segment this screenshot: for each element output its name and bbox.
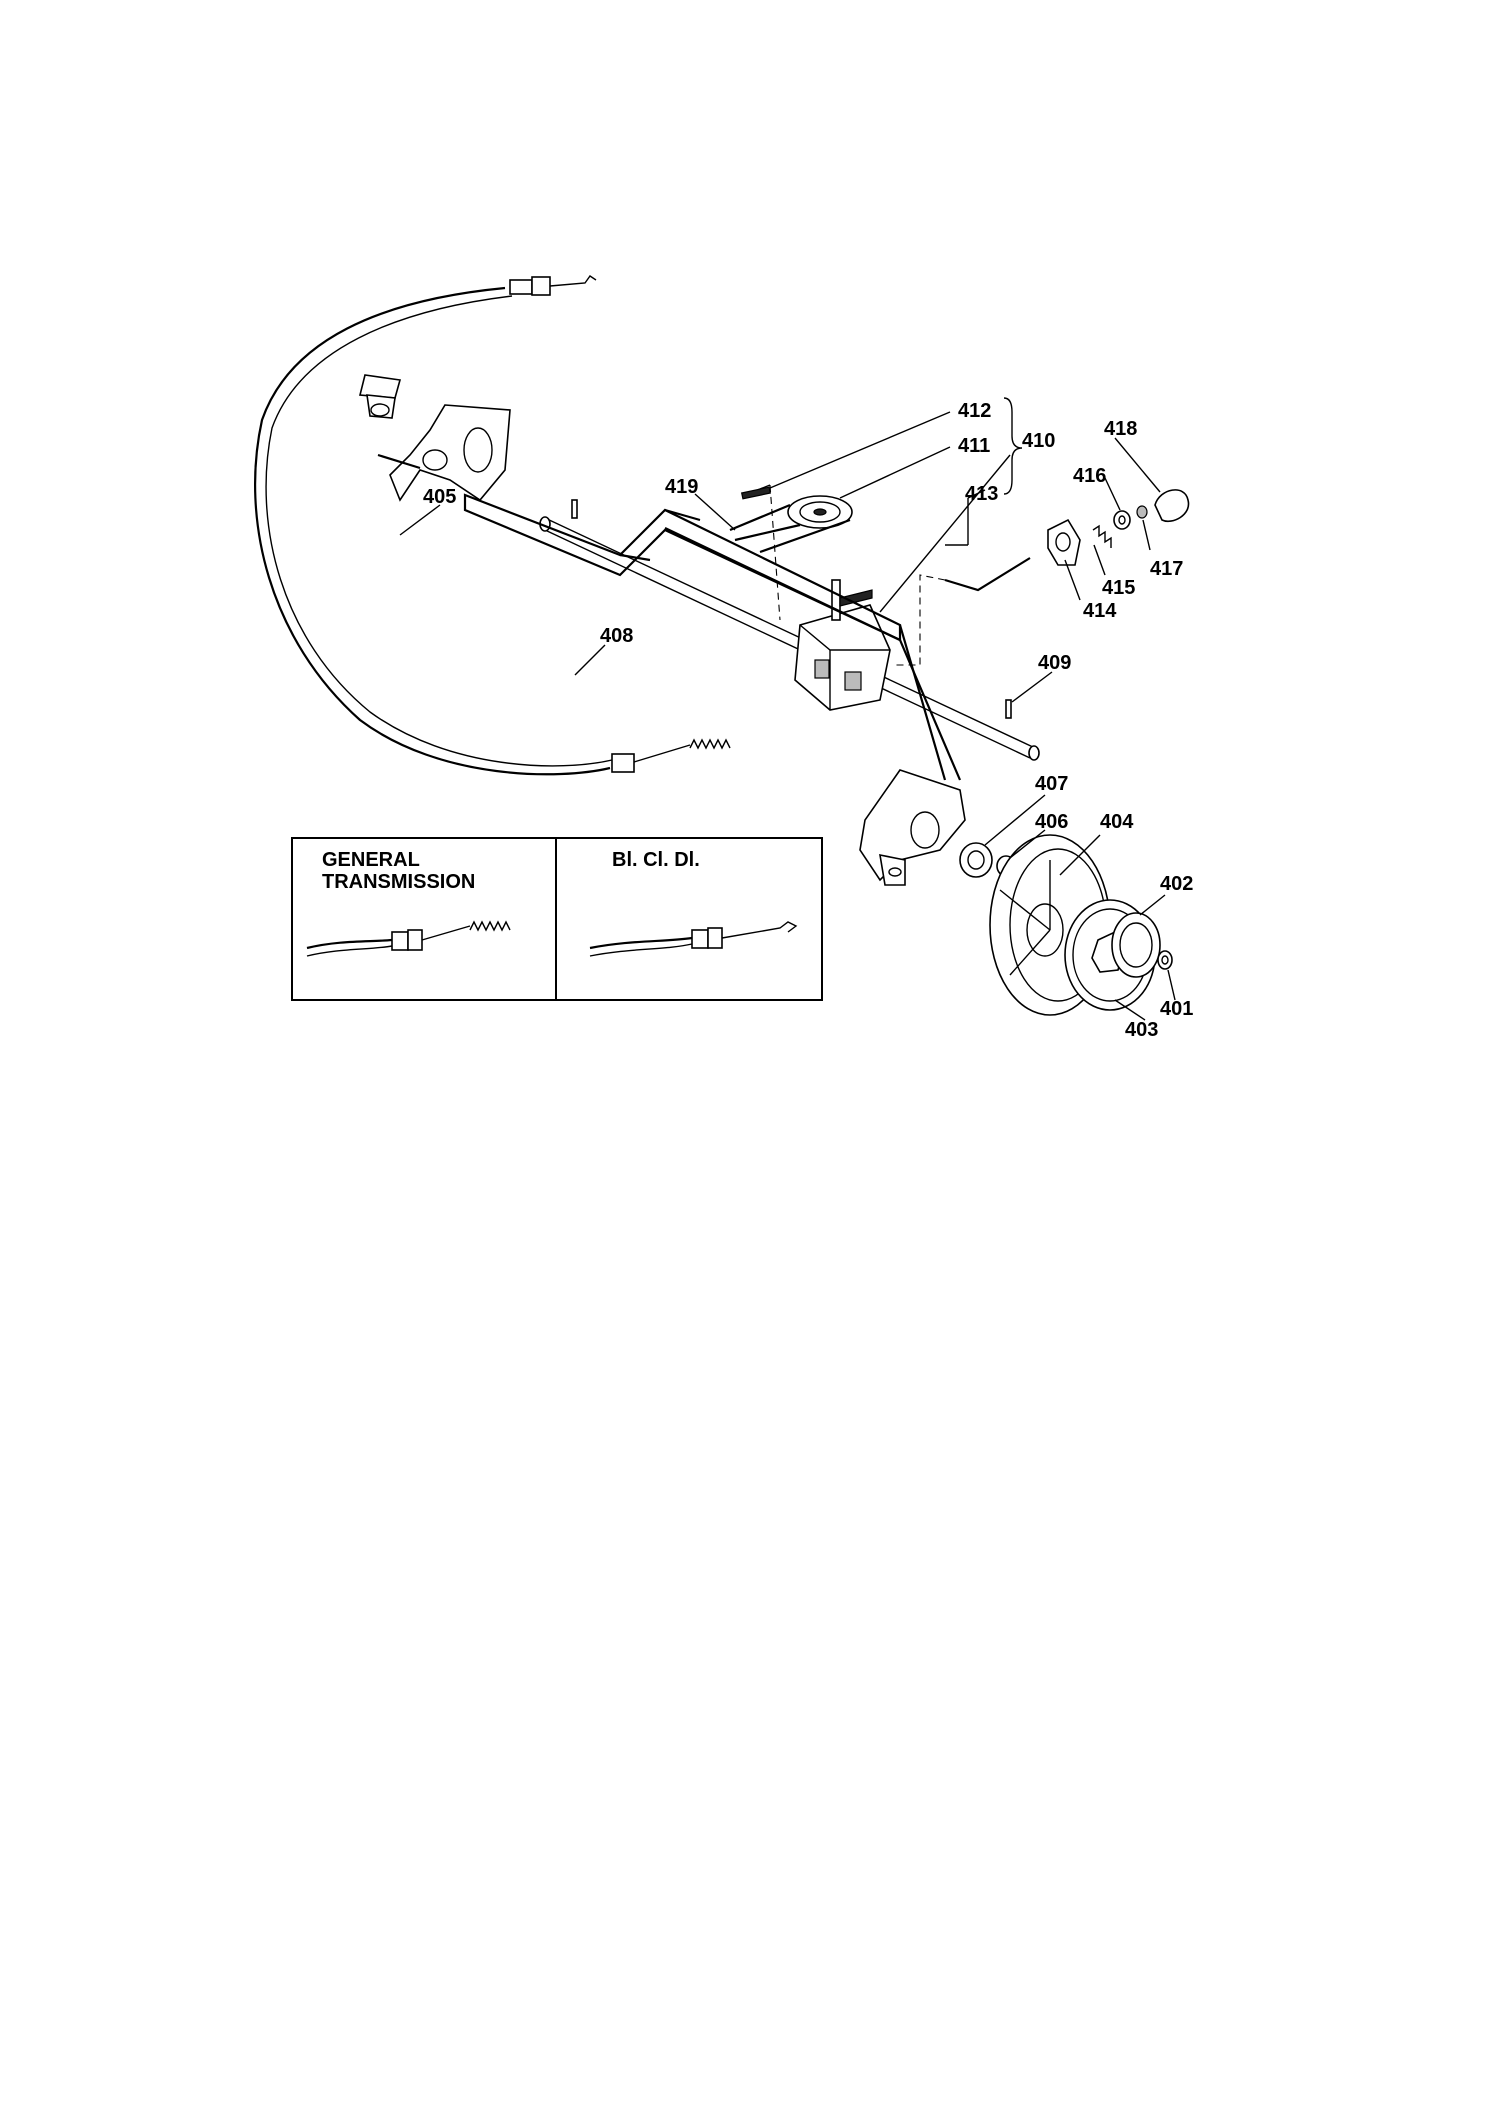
inset-left-title-2: TRANSMISSION [322,871,475,893]
cable-top-ferrule [509,279,533,295]
label-419: 419 [665,476,698,498]
label-415: 415 [1102,577,1135,599]
label-401: 401 [1160,998,1193,1020]
pin-top [571,499,578,519]
bearing-407 [959,842,993,878]
label-407: 407 [1035,773,1068,795]
label-403: 403 [1125,1019,1158,1041]
lower-bracket [859,769,966,886]
general-transmission-cable [306,920,511,957]
left-bracket [358,374,511,502]
gear-402 [1111,912,1161,978]
label-408: 408 [600,625,633,647]
control-cable [253,275,731,776]
label-410: 410 [1022,430,1055,452]
rod-413-leader [895,574,946,666]
label-404: 404 [1100,811,1134,833]
label-409: 409 [1038,652,1071,674]
part-labels: 412 411 410 418 419 405 413 416 415 417 … [423,400,1193,1041]
pulley-belt [729,484,853,621]
ring-401 [1157,950,1173,970]
label-405: 405 [423,486,456,508]
cable-variants-inset: GENERAL TRANSMISSION Bl. Cl. Dl. [291,837,823,1001]
brace-410 [1003,397,1023,495]
wheel-assembly [959,834,1173,1016]
label-413: 413 [965,483,998,505]
label-412: 412 [958,400,991,422]
label-402: 402 [1160,873,1193,895]
gearbox [794,579,891,711]
blcldl-cable [589,921,798,957]
leader-lines [399,411,1176,1021]
label-414: 414 [1083,600,1117,622]
pin-409 [1005,699,1012,719]
inset-left-title-1: GENERAL [322,849,420,871]
label-416: 416 [1073,465,1106,487]
pin-412 [740,486,772,500]
label-417: 417 [1150,558,1183,580]
inset-right-title: Bl. Cl. Dl. [612,849,700,871]
rod-413 [944,557,1031,592]
label-411: 411 [958,435,990,457]
right-small-parts [1047,489,1190,566]
label-418: 418 [1104,418,1137,440]
label-406: 406 [1035,811,1068,833]
cable-bottom-ferrule [611,753,635,773]
rod-408-detail [619,508,701,562]
